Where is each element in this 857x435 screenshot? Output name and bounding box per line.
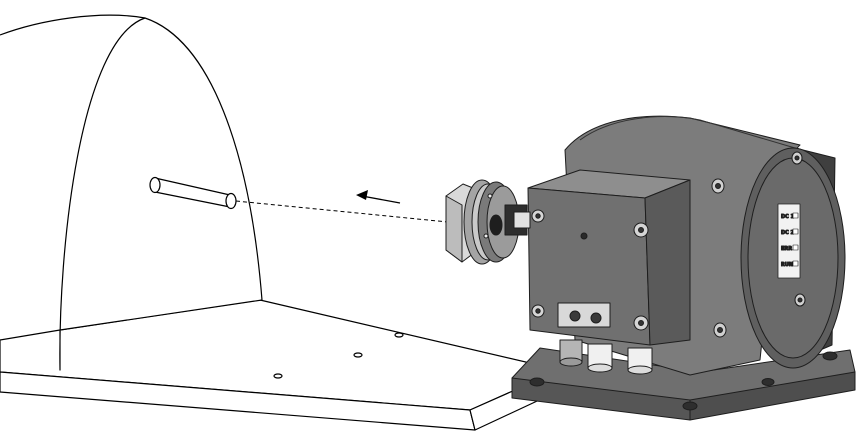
connector-plate <box>557 302 611 328</box>
cable-gland-icon <box>559 339 583 367</box>
shaft-axis-dashed-line <box>235 200 449 223</box>
foot-mount-hole <box>761 378 775 386</box>
plate-hole <box>394 332 404 338</box>
screw-icon <box>791 151 803 165</box>
encoder-assembly: DC 1 DC 2 ERR RUN <box>445 115 856 421</box>
cable-gland-icon <box>587 343 613 373</box>
housing-arch-face <box>59 17 263 371</box>
machine-line-drawing <box>0 14 566 431</box>
screw-icon <box>633 222 649 238</box>
led-label-run: RUN <box>781 262 793 268</box>
led-label-err: ERR <box>781 246 792 252</box>
terminal-box-hole <box>580 232 588 240</box>
screw-icon <box>531 304 545 318</box>
led-label-dc1: DC 1 <box>781 214 795 220</box>
led-label-dc2: DC 2 <box>781 230 795 236</box>
led-panel: DC 1 DC 2 ERR RUN <box>777 203 801 279</box>
mounting-direction <box>235 190 449 223</box>
led-indicator-icon: DC 1 DC 2 ERR RUN <box>781 212 799 269</box>
housing-top-outline <box>0 14 146 36</box>
plate-hole <box>353 352 363 358</box>
screw-icon <box>531 209 545 223</box>
screw-icon <box>713 322 727 338</box>
foot-mount-hole <box>682 401 698 411</box>
screw-icon <box>794 293 806 307</box>
cable-gland-icon <box>627 347 653 375</box>
foot-mount-hole <box>529 377 545 387</box>
screw-icon <box>633 315 649 331</box>
screw-icon <box>711 178 725 194</box>
shaft-coupling <box>445 179 531 265</box>
foot-mount-hole <box>822 351 838 361</box>
arrow-left-icon <box>356 190 401 204</box>
terminal-box <box>527 169 691 346</box>
shaft-icon <box>149 176 237 210</box>
plate-hole <box>273 373 283 379</box>
